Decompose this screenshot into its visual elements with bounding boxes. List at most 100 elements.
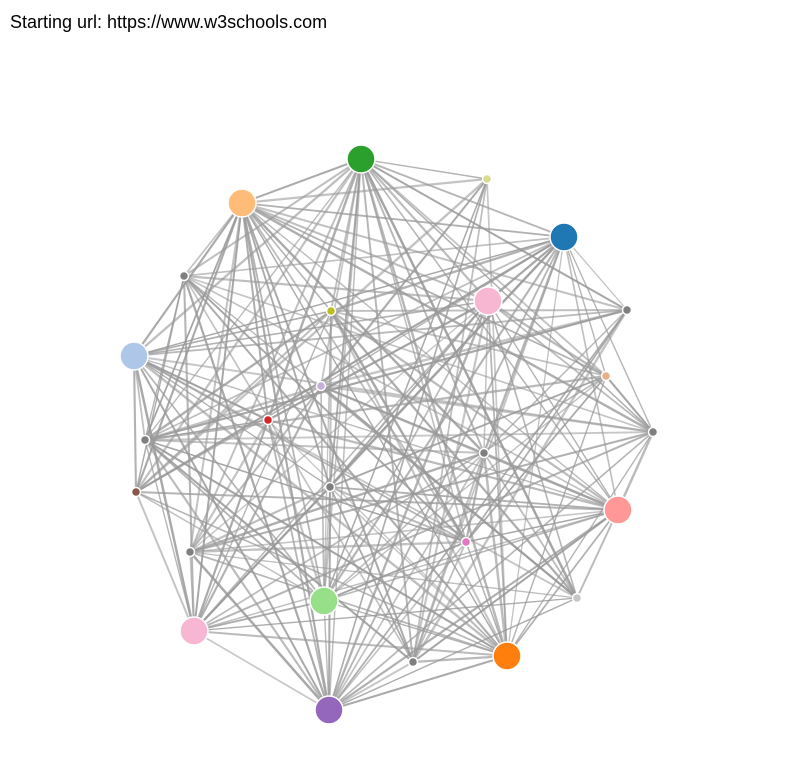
graph-link (360, 158, 565, 238)
graph-node[interactable] (262, 414, 274, 426)
graph-link (465, 375, 607, 543)
graph-link (482, 236, 566, 454)
graph-link (330, 310, 607, 377)
graph-link (465, 509, 619, 543)
graph-link (359, 158, 579, 599)
graph-node[interactable] (407, 656, 419, 668)
graph-link (133, 309, 628, 357)
graph-link (328, 452, 485, 711)
graph-link (320, 384, 654, 434)
graph-link (411, 300, 490, 663)
graph-link (323, 310, 332, 602)
graph-node[interactable] (460, 536, 472, 548)
graph-link (144, 384, 322, 442)
starting-url-text: Starting url: https://www.w3schools.com (10, 12, 328, 32)
graph-link (241, 202, 325, 602)
graph-node[interactable] (481, 173, 493, 185)
graph-link (563, 236, 628, 311)
graph-node[interactable] (184, 546, 196, 558)
graph-link (412, 541, 467, 663)
graph-link (144, 202, 243, 441)
graph-node[interactable] (130, 486, 142, 498)
graph-link (267, 419, 508, 657)
graph-link (328, 541, 467, 711)
graph-link (360, 158, 607, 377)
graph-link (135, 385, 322, 493)
graph-link (133, 355, 325, 602)
graph-link (330, 310, 578, 599)
graph-link (189, 419, 269, 553)
graph-link (189, 430, 654, 554)
graph-node[interactable] (227, 188, 257, 218)
graph-node[interactable] (492, 641, 522, 671)
graph-node[interactable] (139, 434, 151, 446)
graph-link (241, 202, 332, 312)
graph-link (323, 541, 467, 602)
graph-node[interactable] (478, 447, 490, 459)
graph-link (605, 375, 654, 433)
graph-node[interactable] (473, 286, 503, 316)
graph-link (189, 158, 362, 553)
graph-link (135, 491, 325, 602)
graph-node[interactable] (549, 222, 579, 252)
graph-link (464, 452, 486, 543)
graph-link (183, 275, 467, 543)
graph-link (241, 201, 628, 312)
graph-link (241, 202, 619, 511)
graph-link (360, 158, 489, 302)
graph-link (465, 309, 628, 543)
graph-link (360, 158, 654, 433)
graph-link (241, 202, 331, 488)
graph-link (189, 551, 578, 599)
graph-node[interactable] (647, 426, 659, 438)
graph-link (328, 597, 578, 711)
graph-link (360, 158, 414, 663)
graph-node[interactable] (309, 586, 339, 616)
graph-node[interactable] (325, 305, 337, 317)
graph-link (241, 202, 607, 377)
graph-link (135, 491, 619, 511)
graph-link (563, 236, 619, 511)
graph-link (135, 202, 243, 493)
graph-link (241, 202, 565, 238)
graph-node[interactable] (178, 270, 190, 282)
graph-link (328, 158, 362, 711)
graph-link (189, 551, 508, 657)
graph-link (487, 300, 654, 433)
graph-node[interactable] (621, 304, 633, 316)
graph-node[interactable] (600, 370, 612, 382)
graph-link (328, 309, 628, 711)
graph-node[interactable] (571, 592, 583, 604)
graph-link (192, 419, 270, 632)
graph-link (320, 308, 628, 388)
graph-link (483, 451, 619, 512)
graph-link (144, 439, 330, 711)
graph-link (133, 355, 269, 421)
graph-node[interactable] (346, 144, 376, 174)
graph-node[interactable] (603, 495, 633, 525)
graph-node[interactable] (315, 380, 327, 392)
graph-link (329, 310, 468, 543)
graph-node[interactable] (314, 695, 344, 725)
graph-link (328, 236, 565, 711)
graph-link (487, 300, 619, 511)
graph-link (132, 355, 196, 632)
graph-link (329, 300, 489, 488)
graph-link (188, 202, 244, 553)
graph-link (266, 419, 326, 602)
graph-link (241, 202, 269, 421)
graph-node[interactable] (179, 616, 209, 646)
graph-link (193, 509, 619, 632)
graph-link (323, 452, 485, 602)
graph-link (144, 419, 269, 441)
graph-node[interactable] (324, 481, 336, 493)
graph-link (193, 385, 322, 632)
graph-link (144, 310, 332, 441)
graph-link (241, 177, 488, 205)
graph-link (144, 431, 654, 441)
graph-link (241, 158, 362, 204)
graph-node[interactable] (119, 341, 149, 371)
graph-link (323, 600, 330, 711)
graph-link (412, 654, 508, 664)
